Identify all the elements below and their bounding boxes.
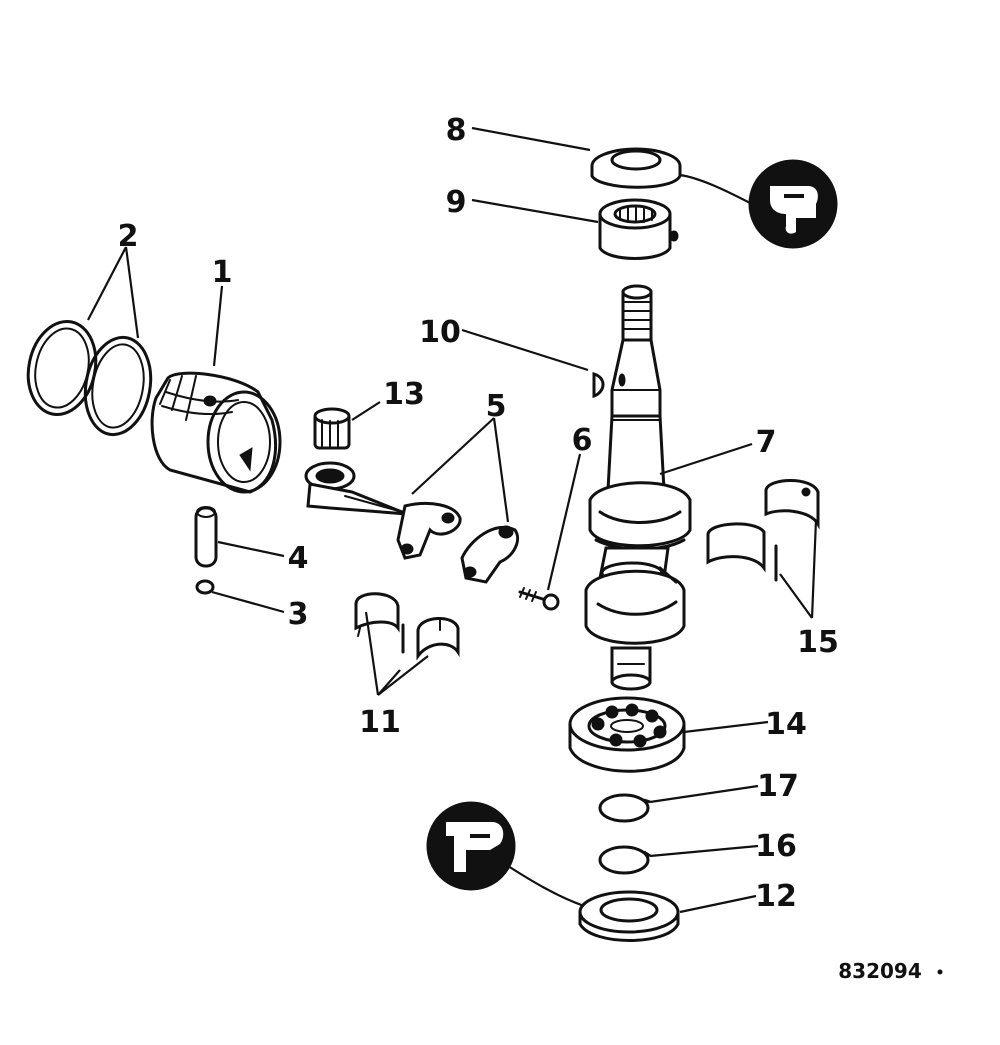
figure-reference-number: 832094	[838, 959, 922, 983]
lower-oil-seal	[578, 890, 680, 942]
callout-5: 5	[486, 389, 507, 424]
main-bearing-half-upper	[764, 479, 820, 530]
callout-12: 12	[755, 879, 797, 914]
crankshaft-key	[592, 371, 605, 399]
piston	[150, 371, 282, 494]
leader-lines	[87, 126, 818, 914]
callout-11: 11	[359, 705, 401, 740]
upper-needle-bearing	[598, 198, 679, 260]
connecting-rod	[304, 461, 462, 560]
callout-7: 7	[756, 425, 777, 460]
callout-9: 9	[446, 185, 467, 220]
callout-10: 10	[419, 315, 461, 350]
retaining-ring-upper	[598, 793, 651, 823]
callout-14: 14	[765, 707, 807, 742]
piston-pin	[194, 506, 218, 568]
sealer-tube-icon	[679, 159, 838, 249]
callout-8: 8	[446, 113, 467, 148]
piston-ring-left	[26, 320, 98, 416]
crankshaft	[584, 284, 692, 691]
piston-ring-right	[83, 335, 153, 437]
callout-2: 2	[118, 219, 139, 254]
callout-13: 13	[383, 377, 425, 412]
lower-ball-bearing	[568, 696, 686, 773]
pin-retainer	[195, 579, 215, 595]
callout-15: 15	[797, 625, 839, 660]
rod-bearing-cage-half-left	[354, 592, 400, 637]
callout-17: 17	[757, 769, 799, 804]
upper-oil-seal	[590, 147, 682, 189]
callout-6: 6	[572, 423, 593, 458]
callout-16: 16	[755, 829, 797, 864]
rod-bearing-cage-half-right	[401, 617, 460, 661]
callout-1: 1	[212, 255, 233, 290]
rod-bolt	[518, 587, 560, 611]
main-bearing-half-lower	[706, 522, 778, 582]
callout-3: 3	[288, 597, 309, 632]
retaining-ring-lower	[598, 845, 651, 875]
figure-reference-dot	[937, 969, 943, 975]
wrist-pin-bearing	[313, 407, 351, 450]
callout-4: 4	[288, 541, 309, 576]
sealer-tube-icon-lower	[426, 801, 585, 908]
connecting-rod-cap	[460, 525, 520, 584]
